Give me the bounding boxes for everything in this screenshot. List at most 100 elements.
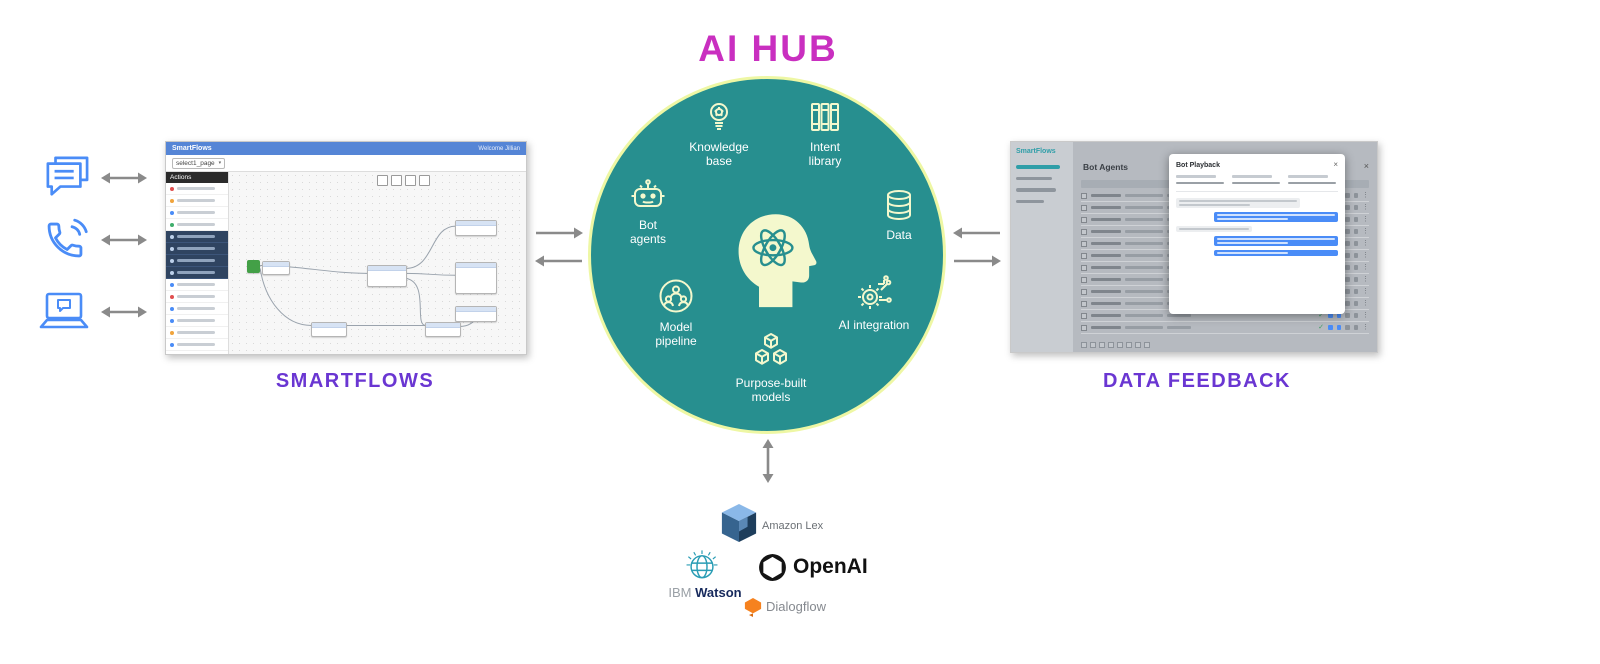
team-circle-icon [659, 279, 693, 313]
hub-item-intent-library: Intent library [785, 99, 865, 169]
pagination[interactable] [1081, 342, 1150, 348]
kebab-menu-icon[interactable]: ⋮ [1362, 252, 1369, 259]
amazon-lex-label: Amazon Lex [762, 520, 824, 532]
page-selector[interactable]: select1_page ▾ [172, 157, 226, 169]
palette-item[interactable] [166, 207, 228, 219]
row-checkbox[interactable] [1081, 276, 1087, 283]
flow-node[interactable] [455, 306, 497, 322]
status-dot[interactable] [1345, 253, 1350, 258]
status-dot[interactable] [1353, 277, 1358, 282]
status-dot[interactable] [1336, 313, 1341, 318]
status-dot[interactable] [1345, 193, 1350, 198]
palette-item[interactable] [166, 291, 228, 303]
status-dot[interactable] [1353, 205, 1358, 210]
status-dot[interactable] [1345, 277, 1350, 282]
status-dot[interactable] [1353, 253, 1358, 258]
flow-start-node[interactable] [247, 260, 260, 273]
kebab-menu-icon[interactable]: ⋮ [1362, 264, 1369, 271]
status-dot[interactable] [1353, 289, 1358, 294]
kebab-menu-icon[interactable]: ⋮ [1362, 192, 1369, 199]
dialogflow-label: Dialogflow [766, 599, 826, 614]
row-checkbox[interactable] [1081, 204, 1087, 211]
row-checkbox[interactable] [1081, 252, 1087, 259]
head-with-atom-icon [725, 205, 819, 309]
row-checkbox[interactable] [1081, 264, 1087, 271]
kebab-menu-icon[interactable]: ⋮ [1362, 300, 1369, 307]
status-dot[interactable] [1345, 241, 1350, 246]
arrow-smartflows-to-hub [534, 226, 584, 245]
palette-item[interactable] [166, 195, 228, 207]
table-row[interactable]: ✓ ⋮ [1081, 310, 1369, 322]
close-icon[interactable]: × [1363, 161, 1369, 171]
bot-playback-modal[interactable]: Bot Playback × [1169, 154, 1345, 314]
status-dot[interactable] [1328, 313, 1333, 318]
palette-item-selected[interactable] [166, 243, 228, 255]
status-dot[interactable] [1345, 313, 1350, 318]
close-icon[interactable]: × [1333, 160, 1338, 169]
row-checkbox[interactable] [1081, 300, 1087, 307]
feedback-sidebar[interactable]: SmartFlows [1011, 142, 1073, 352]
row-checkbox[interactable] [1081, 228, 1087, 235]
row-checkbox[interactable] [1081, 216, 1087, 223]
canvas-zoom-tools[interactable] [377, 175, 430, 186]
flow-node[interactable] [311, 322, 347, 337]
status-dot[interactable] [1345, 217, 1350, 222]
kebab-menu-icon[interactable]: ⋮ [1362, 288, 1369, 295]
flow-canvas[interactable] [229, 172, 526, 354]
kebab-menu-icon[interactable]: ⋮ [1362, 324, 1369, 331]
status-dot[interactable] [1336, 325, 1341, 330]
status-dot[interactable] [1353, 229, 1358, 234]
palette-item[interactable] [166, 351, 228, 354]
palette-item-selected[interactable] [166, 267, 228, 279]
palette-item-selected[interactable] [166, 255, 228, 267]
row-checkbox[interactable] [1081, 192, 1087, 199]
palette-item[interactable] [166, 183, 228, 195]
kebab-menu-icon[interactable]: ⋮ [1362, 228, 1369, 235]
status-dot[interactable] [1345, 205, 1350, 210]
kebab-menu-icon[interactable]: ⋮ [1362, 216, 1369, 223]
user-message [1214, 236, 1338, 246]
status-dot[interactable] [1353, 265, 1358, 270]
hub-item-label: Intent library [808, 140, 842, 169]
flow-node[interactable] [425, 322, 461, 337]
palette-item[interactable] [166, 303, 228, 315]
hub-item-label: Data [886, 228, 912, 242]
flow-node[interactable] [455, 220, 497, 236]
status-dot[interactable] [1353, 241, 1358, 246]
status-dot[interactable] [1353, 193, 1358, 198]
status-dot[interactable] [1345, 229, 1350, 234]
status-dot[interactable] [1353, 301, 1358, 306]
palette-item[interactable] [166, 327, 228, 339]
palette-item[interactable] [166, 279, 228, 291]
kebab-menu-icon[interactable]: ⋮ [1362, 276, 1369, 283]
status-dot[interactable] [1353, 313, 1358, 318]
status-dot[interactable] [1345, 265, 1350, 270]
palette-item-selected[interactable] [166, 231, 228, 243]
row-checkbox[interactable] [1081, 288, 1087, 295]
hub-item-label: Model pipeline [655, 320, 697, 349]
flow-node[interactable] [367, 265, 407, 287]
palette-item[interactable] [166, 219, 228, 231]
row-checkbox[interactable] [1081, 240, 1087, 247]
feedback-nav[interactable] [1016, 165, 1068, 203]
status-dot[interactable] [1345, 301, 1350, 306]
status-dot[interactable] [1353, 217, 1358, 222]
status-dot[interactable] [1345, 325, 1350, 330]
kebab-menu-icon[interactable]: ⋮ [1362, 204, 1369, 211]
palette-item[interactable] [166, 315, 228, 327]
kebab-menu-icon[interactable]: ⋮ [1362, 240, 1369, 247]
palette-item[interactable] [166, 339, 228, 351]
flow-wires [259, 225, 490, 327]
hub-item-bot-agents: Bot agents [613, 177, 683, 247]
table-row[interactable]: ✓ ⋮ [1081, 322, 1369, 334]
status-dot[interactable] [1353, 325, 1358, 330]
status-dot[interactable] [1345, 289, 1350, 294]
row-checkbox[interactable] [1081, 312, 1087, 319]
flow-node[interactable] [455, 262, 497, 294]
status-dot[interactable] [1328, 325, 1333, 330]
row-checkbox[interactable] [1081, 324, 1087, 331]
lightbulb-icon [710, 103, 728, 130]
kebab-menu-icon[interactable]: ⋮ [1362, 312, 1369, 319]
flow-node[interactable] [262, 261, 290, 275]
smartflows-node-palette[interactable]: Actions [166, 172, 229, 354]
